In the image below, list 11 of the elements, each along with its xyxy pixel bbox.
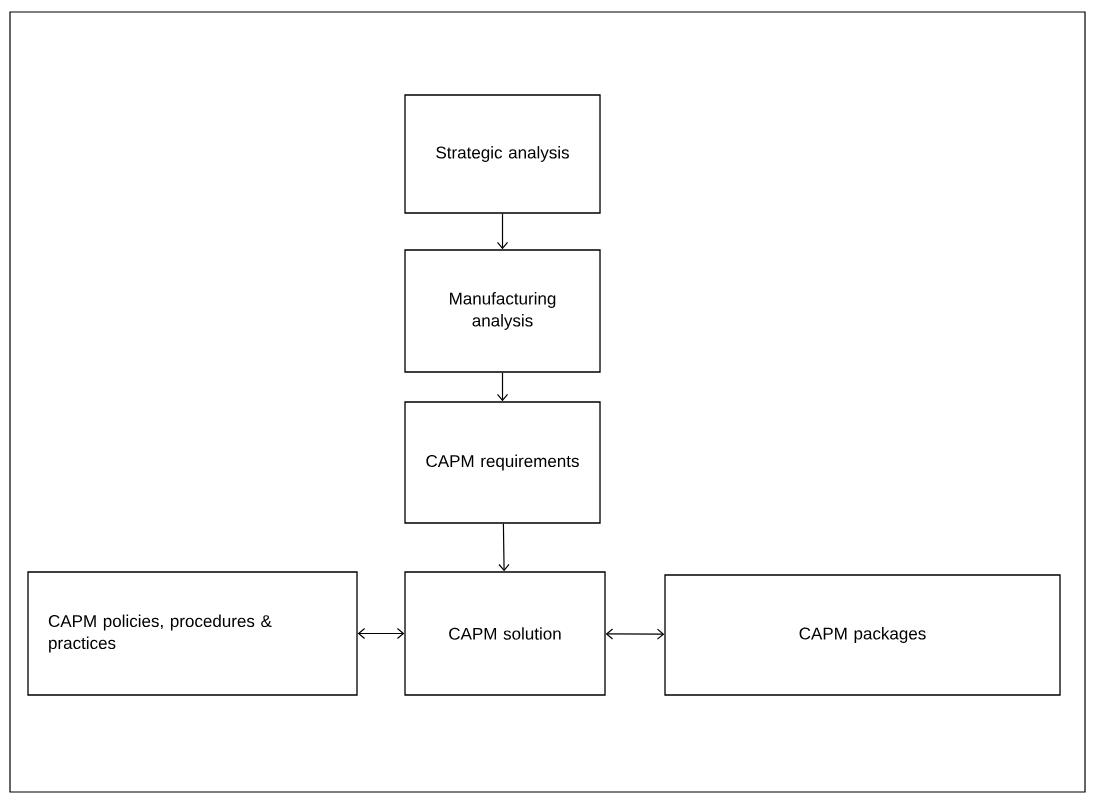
arrow (357, 627, 405, 640)
process-box: Manufacturing analysis (404, 249, 601, 373)
process-box: CAPM policies, procedures & practices (27, 571, 358, 696)
process-box: Strategic analysis (404, 94, 601, 214)
process-box: CAPM solution (404, 571, 606, 696)
arrow (605, 628, 665, 640)
process-box: CAPM packages (664, 574, 1061, 696)
arrow (496, 372, 509, 402)
arrow (496, 213, 509, 250)
process-box: CAPM requirements (404, 401, 601, 524)
arrow (498, 523, 510, 572)
